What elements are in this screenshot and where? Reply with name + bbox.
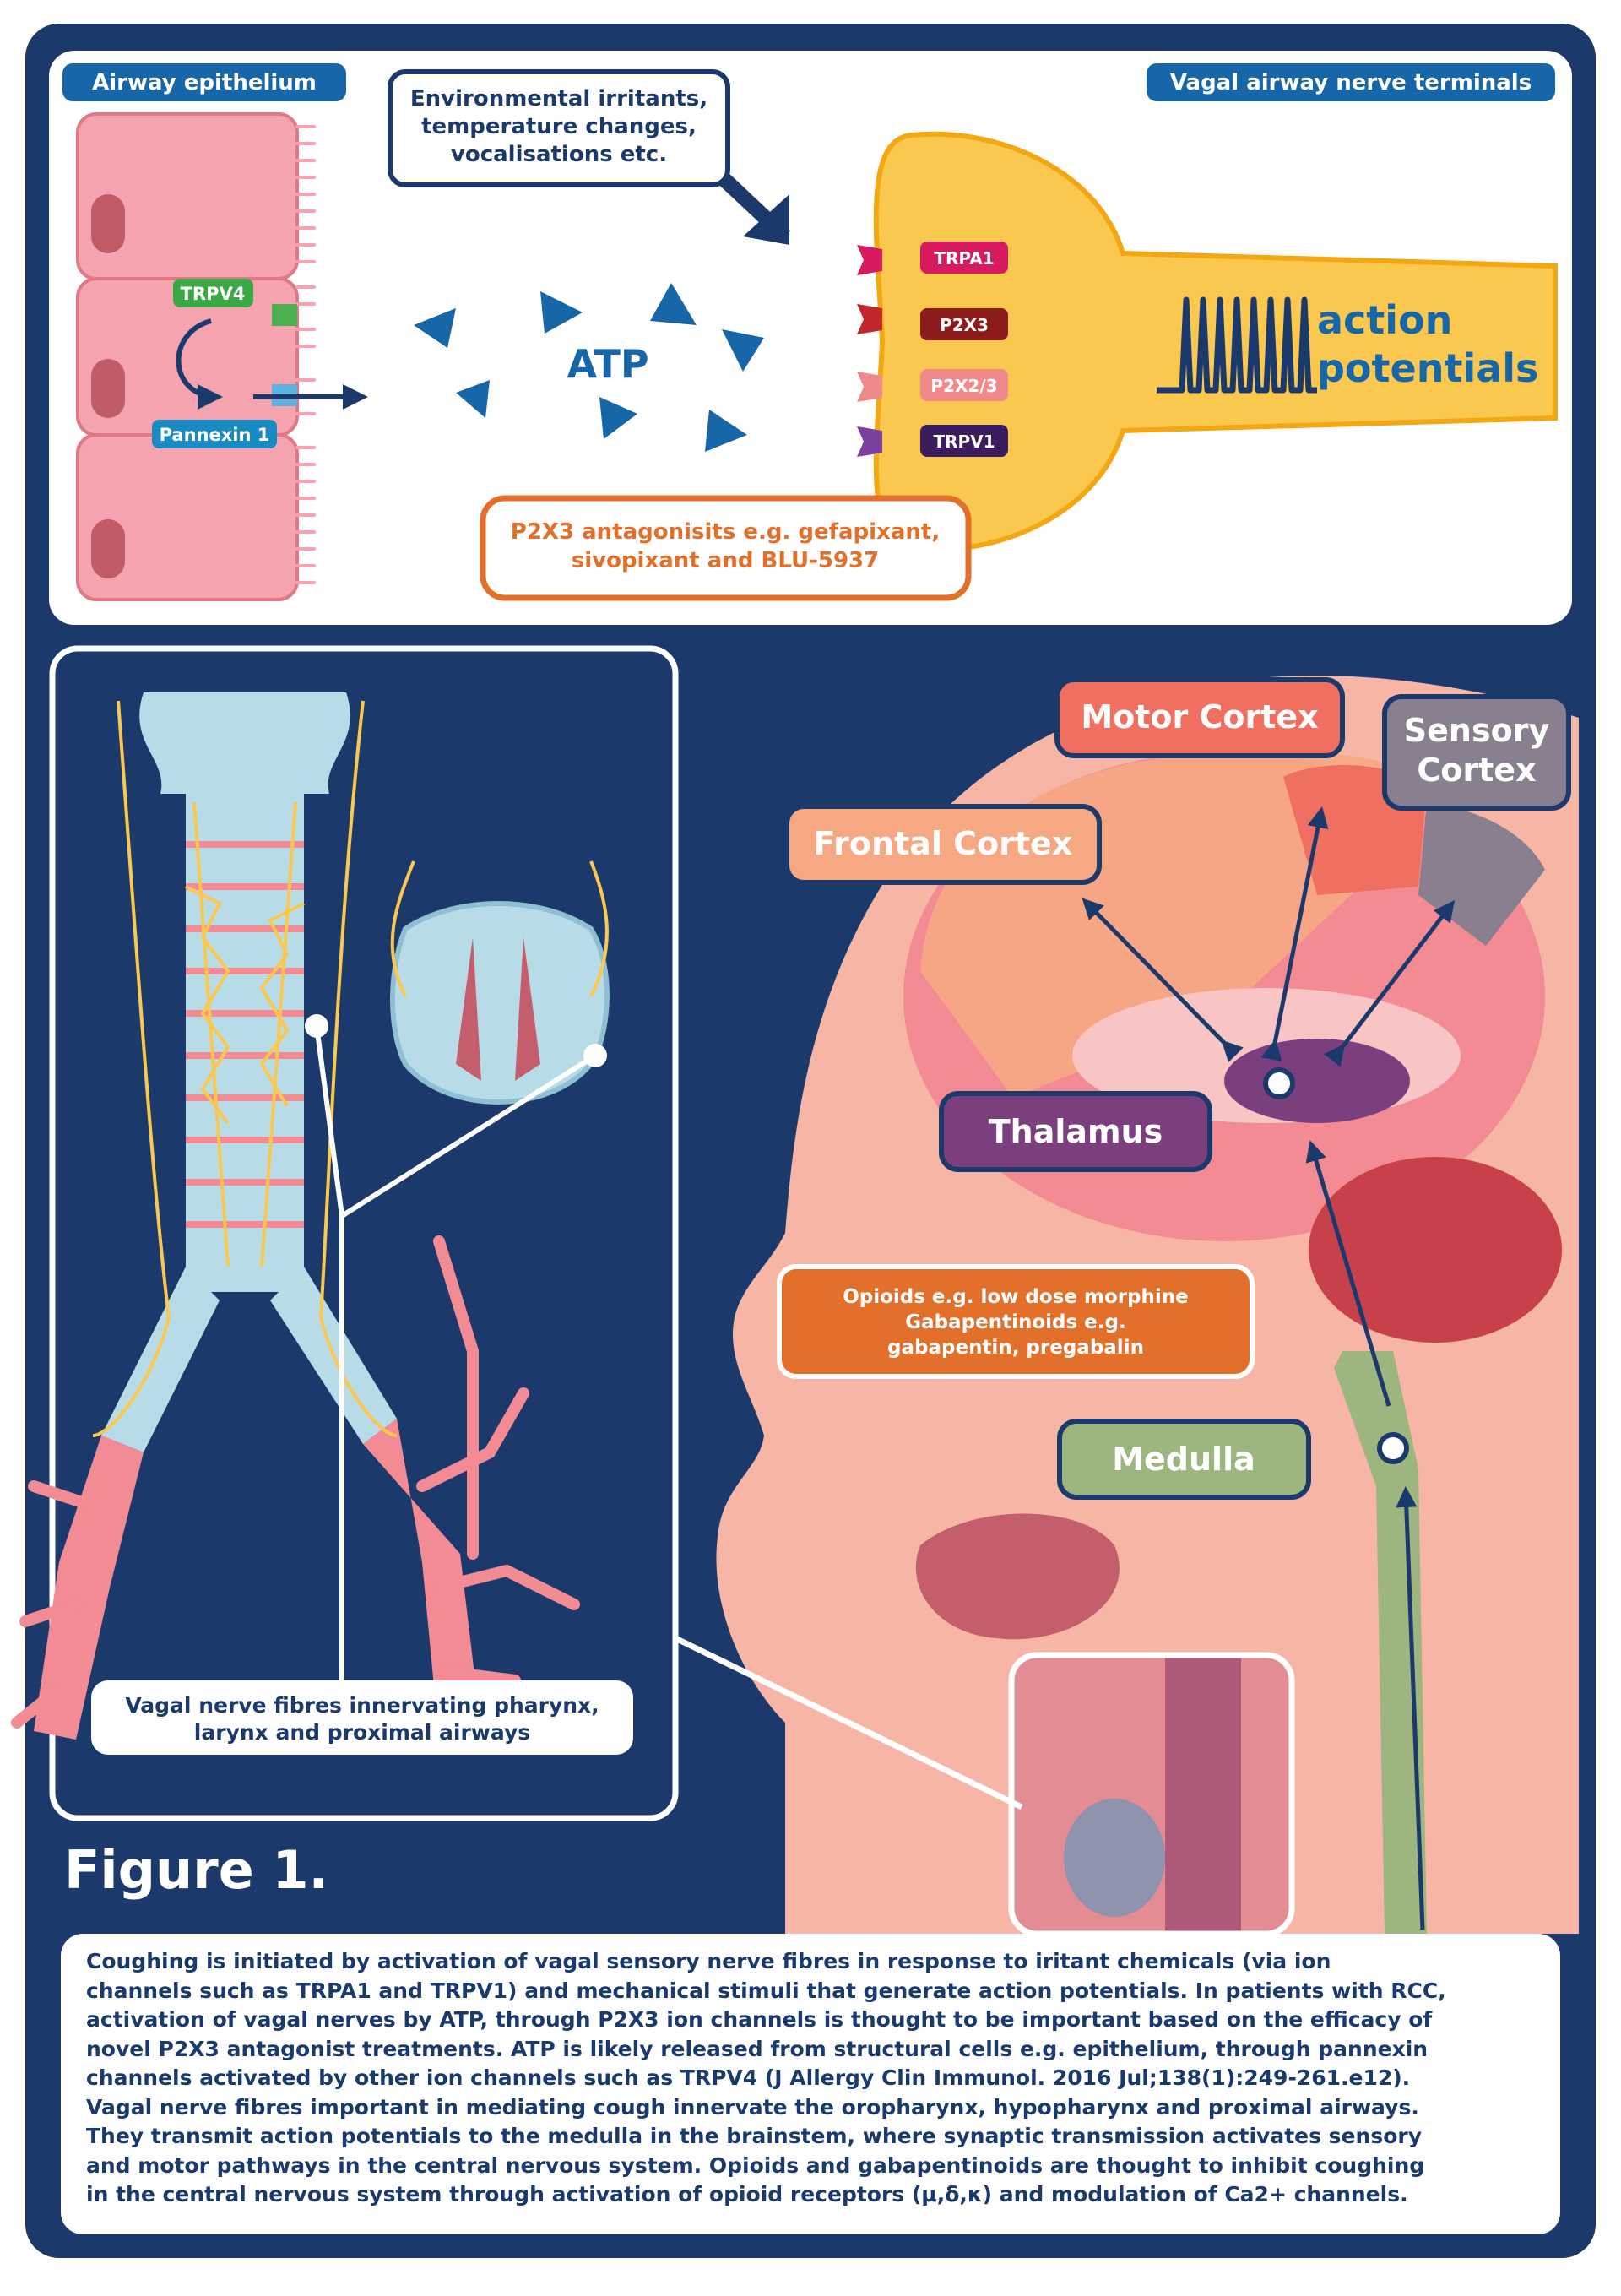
medulla-box <box>1057 1419 1311 1500</box>
membrane-channels <box>857 245 882 457</box>
channel-p2x3: P2X3 <box>940 315 989 335</box>
vagal-terminals-badge <box>1147 63 1555 101</box>
airway-illustration <box>11 692 610 1740</box>
frontal-cortex-box <box>784 804 1102 885</box>
epithelium-cells <box>76 112 316 601</box>
antagonists-line-2: sivopixant and BLU-5937 <box>572 548 879 573</box>
vagal-fibres-box <box>91 1680 633 1755</box>
frontal-cortex-label: Frontal Cortex <box>814 825 1073 862</box>
opioids-line-1: Opioids e.g. low dose morphine <box>843 1286 1189 1308</box>
trpv4-pannexin-arrow <box>176 318 223 410</box>
trachea-marker <box>305 1014 328 1038</box>
irritants-callout: Environmental irritants, temperature cha… <box>388 69 791 245</box>
airway-pointer-lines <box>314 1025 597 1680</box>
thalamus-label: Thalamus <box>989 1113 1163 1150</box>
channel-trpv1: TRPV1 <box>933 432 995 452</box>
thalamus-box <box>939 1091 1212 1172</box>
opioids-line-2: Gabapentinoids e.g. <box>905 1311 1125 1333</box>
action-potentials-line-1: action <box>1317 297 1452 343</box>
caption-line: channels such as TRPA1 and TRPV1) and me… <box>86 1978 1446 2003</box>
pannexin-label: Pannexin 1 <box>160 425 270 445</box>
larynx-marker <box>583 1044 607 1067</box>
top-panel <box>49 51 1572 625</box>
trpv4-badge <box>173 279 253 307</box>
thalamus-node <box>1263 1067 1295 1099</box>
caption-line: Vagal nerve fibres important in mediatin… <box>86 2094 1419 2120</box>
medulla-label: Medulla <box>1112 1441 1255 1478</box>
airway-inset <box>49 645 679 1821</box>
action-potential-waveform <box>1157 296 1317 394</box>
irritants-line-1: Environmental irritants, <box>410 86 707 111</box>
caption-line: channels activated by other ion channels… <box>86 2065 1411 2090</box>
opioids-box <box>777 1264 1255 1379</box>
vagal-fibres-line-2: larynx and proximal airways <box>194 1720 530 1745</box>
airway-epithelium-badge <box>62 63 346 101</box>
brain-pathway-arrows <box>1082 806 1456 1930</box>
pannexin-badge <box>152 420 277 448</box>
trpv4-channel <box>272 304 297 326</box>
antagonists-line-1: P2X3 antagonisits e.g. gefapixant, <box>511 519 940 545</box>
channel-p2x23: P2X2/3 <box>930 376 997 396</box>
channel-trpv1-badge <box>920 425 1008 457</box>
antagonists-box <box>480 495 972 601</box>
figure-caption: Coughing is initiated by activation of v… <box>61 1934 1560 2234</box>
opioids-line-3: gabapentin, pregabalin <box>887 1337 1144 1359</box>
caption-line: They transmit action potentials to the m… <box>86 2124 1422 2148</box>
channel-trpa1: TRPA1 <box>934 248 994 269</box>
irritants-line-2: temperature changes, <box>421 114 697 139</box>
sensory-cortex-line-1: Sensory <box>1404 712 1550 749</box>
caption-line: activation of vagal nerves by ATP, throu… <box>86 2007 1433 2032</box>
action-potentials-line-2: potentials <box>1317 345 1538 391</box>
caption-line: Coughing is initiated by activation of v… <box>86 1949 1331 1973</box>
sensory-cortex-line-2: Cortex <box>1417 752 1536 789</box>
vagal-terminals-label: Vagal airway nerve terminals <box>1170 70 1532 95</box>
atp-label: ATP <box>567 341 648 387</box>
sensory-cortex-box <box>1382 694 1571 811</box>
irritants-line-3: vocalisations etc. <box>451 142 667 167</box>
trpv4-label: TRPV4 <box>181 284 246 304</box>
channel-p2x23-badge <box>920 369 1008 401</box>
vagal-fibres-line-1: Vagal nerve fibres innervating pharynx, <box>125 1693 599 1718</box>
caption-line: in the central nervous system through ac… <box>86 2182 1408 2206</box>
caption-line: and motor pathways in the central nervou… <box>86 2152 1425 2178</box>
channel-p2x3-badge <box>920 308 1008 340</box>
medulla-node <box>1377 1432 1409 1464</box>
atp-molecules <box>414 283 764 452</box>
motor-cortex-label: Motor Cortex <box>1081 698 1318 735</box>
figure-title: Figure 1. <box>64 1839 329 1901</box>
channel-trpa1-badge <box>920 242 1008 274</box>
airway-epithelium-label: Airway epithelium <box>92 70 317 95</box>
caption-line: novel P2X3 antagonist treatments. ATP is… <box>86 2036 1429 2061</box>
motor-cortex-box <box>1054 677 1345 758</box>
throat-connector <box>674 1635 1023 1810</box>
